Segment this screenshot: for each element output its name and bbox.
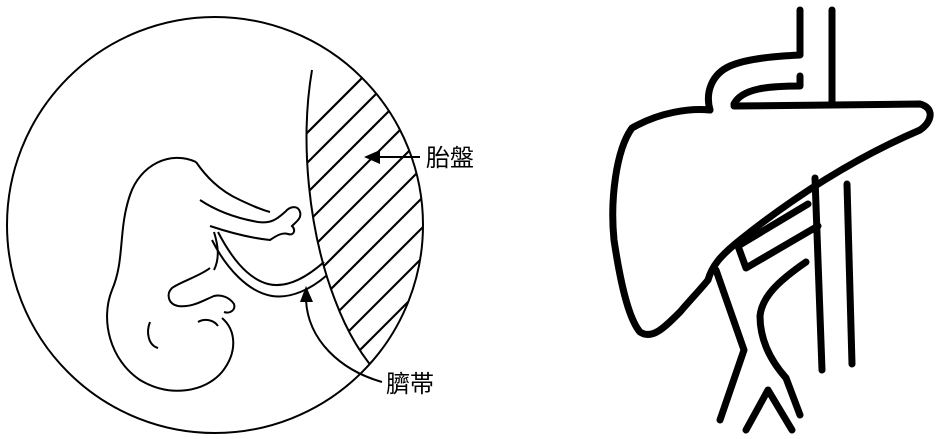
fetus-back bbox=[195, 161, 271, 213]
vessel-top-inner bbox=[730, 72, 804, 108]
fetus-body bbox=[106, 156, 235, 392]
liver-outline bbox=[609, 100, 934, 338]
placenta-region bbox=[305, 69, 423, 383]
fetus-leg bbox=[167, 267, 236, 314]
placenta-arrow bbox=[364, 150, 420, 164]
vessel-branch-1 bbox=[712, 266, 748, 424]
vessel-long-2 bbox=[843, 180, 856, 368]
fetus-eye bbox=[197, 318, 219, 327]
umbilical-cord-edge bbox=[211, 239, 327, 298]
liver-diagram bbox=[609, 6, 934, 434]
vessel-bottom bbox=[742, 386, 796, 434]
placenta-edge bbox=[305, 69, 387, 383]
umbilical-cord bbox=[217, 231, 325, 287]
vessel-top-left bbox=[704, 6, 804, 114]
vessel-middle-left bbox=[734, 200, 822, 272]
vessel-long-1 bbox=[811, 174, 826, 374]
placenta-label: 胎盤 bbox=[426, 144, 474, 172]
umbilical-arrow bbox=[300, 286, 383, 383]
fetus-upper-arm bbox=[199, 199, 302, 242]
uterus-circle bbox=[6, 16, 424, 434]
fetus-head-inner bbox=[147, 321, 159, 349]
vessel-branch-2 bbox=[756, 258, 810, 419]
fetus-diagram: 胎盤 臍帯 bbox=[6, 16, 474, 434]
umbilical-cord-label: 臍帯 bbox=[386, 370, 434, 398]
